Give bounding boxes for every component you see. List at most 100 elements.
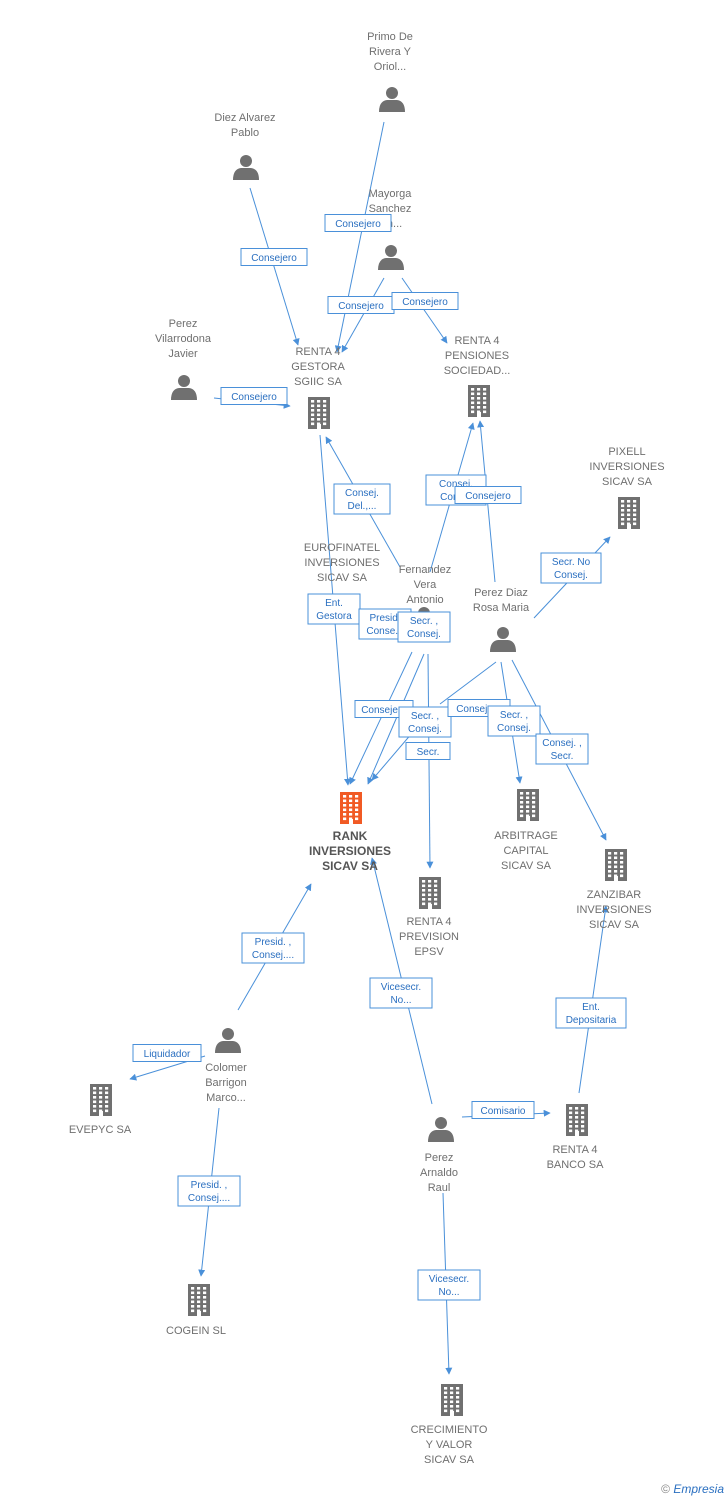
node-label: ZANZIBAR: [587, 889, 641, 901]
edge-label-e22[interactable]: Presid. ,Consej....: [177, 1175, 241, 1207]
edge-label-text: No...: [438, 1287, 459, 1298]
node-label: SGIIC SA: [294, 376, 342, 388]
edge-label-text: Consejero: [456, 704, 502, 715]
node-label: SICAV SA: [317, 572, 368, 584]
edge-label-e12[interactable]: Secr. , Consej.: [397, 611, 451, 643]
edge-label-text: Secr.: [551, 751, 574, 762]
edge-label-text: Consejero: [402, 297, 448, 308]
edge-label-text: Secr. No: [552, 557, 591, 568]
node-label: Barrigon: [205, 1077, 247, 1089]
node-label: SICAV SA: [602, 476, 653, 488]
node-label: Javier: [168, 348, 198, 360]
edge-label-e23[interactable]: Comisario: [471, 1101, 535, 1119]
edge-label-text: Consej....: [252, 950, 294, 961]
node-label: SICAV SA: [322, 859, 378, 873]
node-label: RENTA 4: [406, 916, 451, 928]
edge-label-box: [132, 1044, 202, 1062]
node-label: Oriol...: [374, 61, 406, 73]
edge-label-e5[interactable]: Consejero: [220, 387, 288, 405]
edge-label-e24[interactable]: Ent.Depositaria: [555, 997, 627, 1029]
edge-label-e17[interactable]: Secr. ,Consej.: [487, 705, 541, 737]
edge-label-box: [487, 705, 541, 737]
edge-label-text: Presid.: [369, 613, 400, 624]
edge-label-text: Consej.: [345, 488, 379, 499]
node-label: CRECIMIENTO: [411, 1424, 488, 1436]
brand-name[interactable]: Empresia: [673, 1482, 724, 1496]
edge-label-e6[interactable]: Consej. Del.,...: [333, 483, 391, 515]
edge-label-text: Consejero: [361, 705, 407, 716]
node-label: INVERSIONES: [309, 844, 391, 858]
node-label: Perez: [425, 1152, 454, 1164]
edge-line-e15: [426, 653, 434, 869]
node-label: INVERSIONES: [589, 461, 664, 473]
building-icon: [188, 1284, 210, 1316]
building-icon: [90, 1084, 112, 1116]
edge-label-e8[interactable]: Consejero: [454, 486, 522, 504]
edge-label-e3[interactable]: Consejero: [327, 296, 395, 314]
node-cogein[interactable]: COGEIN SL: [166, 1284, 226, 1337]
node-label: Diez Alvarez: [214, 112, 275, 124]
edge-label-e10[interactable]: Ent.Gestora: [307, 593, 361, 625]
edge-label-e21[interactable]: Liquidador: [132, 1044, 202, 1062]
edge-label-text: Consej.: [408, 724, 442, 735]
edge-label-e18[interactable]: Consej. ,Secr.: [535, 733, 589, 765]
node-label: Colomer: [205, 1062, 247, 1074]
edge-line-e3: [341, 277, 385, 353]
edge-label-e19[interactable]: Presid. ,Consej....: [241, 932, 305, 964]
copyright-symbol: ©: [661, 1482, 670, 1496]
edge-label-box: [471, 1101, 535, 1119]
edge-label-box: [398, 706, 452, 738]
edge-label-text: Vicesecr.: [429, 1274, 469, 1285]
building-icon: [517, 789, 539, 821]
edge-label-text: Presid. ,: [191, 1180, 228, 1191]
edge-label-e2[interactable]: Consejero: [240, 248, 308, 266]
edge-label-e14[interactable]: Secr. ,Consej.: [398, 706, 452, 738]
node-label: Sanchez: [369, 203, 412, 215]
edge-label-text: Comisario: [480, 1106, 525, 1117]
node-label: INVERSIONES: [576, 904, 651, 916]
node-label: INVERSIONES: [304, 557, 379, 569]
edge-label-box: [417, 1269, 481, 1301]
edge-label-box: [333, 483, 391, 515]
edge-label-e25[interactable]: Vicesecr. No...: [417, 1269, 481, 1301]
node-evepyc[interactable]: EVEPYC SA: [69, 1084, 132, 1136]
edge-label-box: [454, 486, 522, 504]
edge-label-text: Del.,...: [348, 501, 377, 512]
edge-label-e15[interactable]: Secr.: [405, 742, 451, 760]
edge-label-text: Conse...: [366, 626, 403, 637]
edge-label-text: Consej.: [439, 479, 473, 490]
node-label: ARBITRAGE: [494, 830, 558, 842]
edge-label-box: [369, 977, 433, 1009]
node-label: COGEIN SL: [166, 1325, 226, 1337]
footer-brand: © Empresia: [661, 1482, 724, 1496]
edge-label-e20[interactable]: Vicesecr.No...: [369, 977, 433, 1009]
node-colomer[interactable]: ColomerBarrigonMarco...: [205, 1028, 247, 1104]
edge-label-text: Consejero: [338, 301, 384, 312]
edge-label-text: Consej.: [407, 629, 441, 640]
edge-label-e4[interactable]: Consejero: [391, 292, 459, 310]
node-label: Perez: [169, 318, 198, 330]
building-icon: [468, 385, 490, 417]
person-icon: [215, 1028, 241, 1053]
edge-label-box: [220, 387, 288, 405]
node-renta4pensiones[interactable]: RENTA 4PENSIONESSOCIEDAD...: [444, 335, 511, 417]
edge-label-text: Secr. ,: [410, 616, 438, 627]
edge-label-e1[interactable]: Consejero: [324, 214, 392, 232]
node-label: Rivera Y: [369, 46, 412, 58]
